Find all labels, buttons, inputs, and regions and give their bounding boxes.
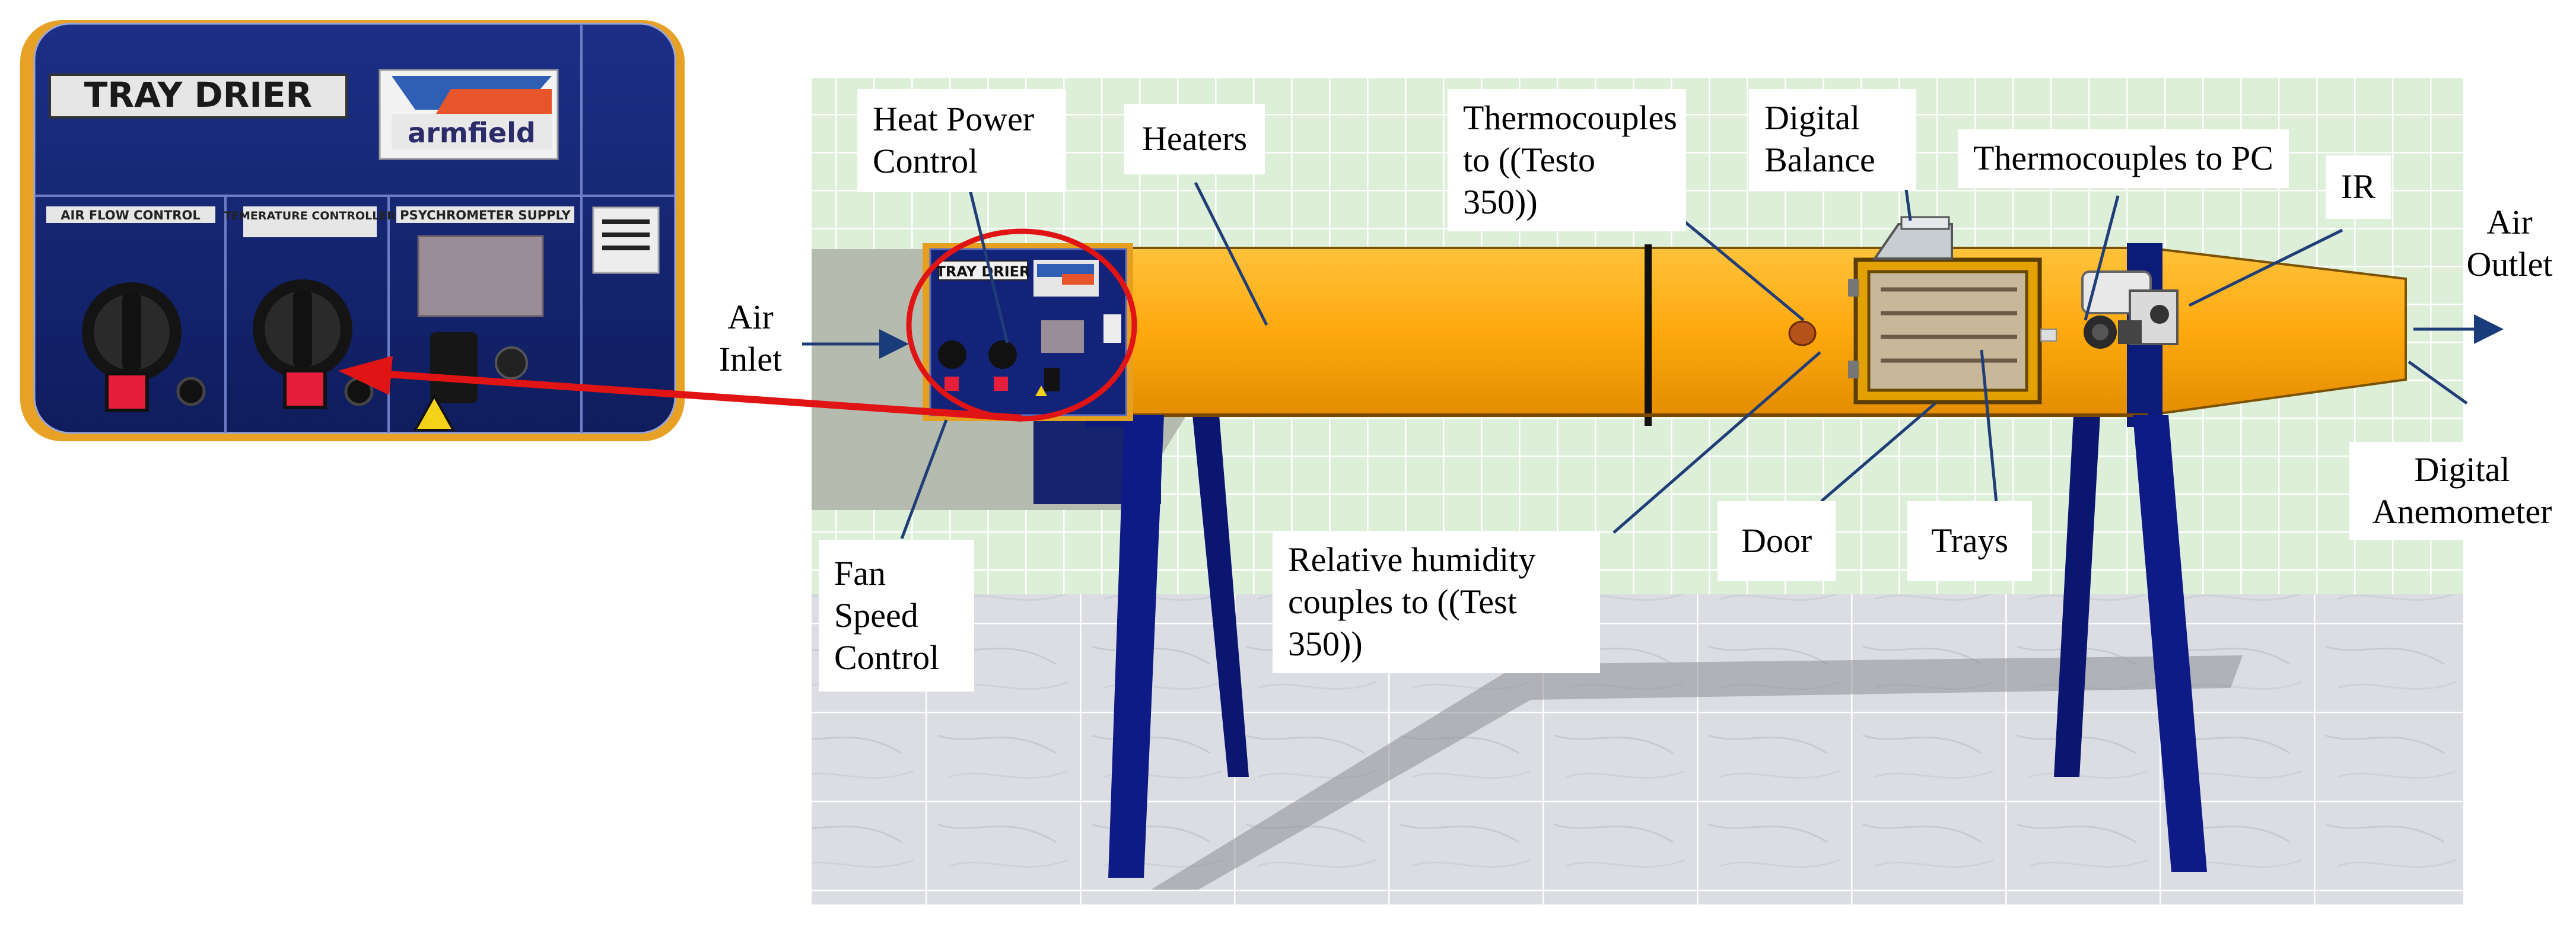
digital-anemometer-text: Digital Anemometer — [2372, 450, 2552, 531]
fan-speed-control-text: Fan Speed Control — [834, 554, 940, 677]
air-outlet-text: Air Outlet — [2466, 203, 2553, 283]
thermocouples-pc-text: Thermocouples to PC — [1973, 139, 2273, 177]
airflow-lamp — [105, 372, 149, 412]
label-air-outlet: Air Outlet — [2456, 202, 2563, 286]
panel-title-plate — [49, 74, 348, 119]
digital-balance — [1872, 216, 1953, 260]
label-door: Door — [1718, 501, 1836, 581]
ir-text: IR — [2341, 167, 2375, 206]
rear-left-leg — [1192, 415, 1249, 777]
digital-balance-text: Digital Balance — [1764, 98, 1875, 179]
air-inlet-text: Air Inlet — [718, 298, 783, 378]
label-heat-power-control: Heat Power Control — [857, 89, 1066, 192]
label-heaters: Heaters — [1124, 104, 1265, 174]
control-panel-photo: TRAY DRIER armfield AIR FLOW CONTROL TEM… — [20, 20, 685, 441]
brand-text: armfield — [408, 117, 536, 149]
airflow-knob — [82, 282, 182, 382]
heaters-text: Heaters — [1142, 119, 1248, 158]
label-ir: IR — [2326, 155, 2391, 219]
label-thermocouples-testo: Thermocouples to ((Testo 350)) — [1448, 89, 1686, 232]
drier-duct — [1120, 247, 2407, 416]
door-text: Door — [1741, 521, 1812, 560]
highlight-ellipse — [906, 228, 1137, 422]
mini-panel-title: TRAY DRIER — [936, 263, 1030, 280]
label-air-inlet: Air Inlet — [706, 297, 795, 381]
airflow-control-label: AIR FLOW CONTROL — [61, 208, 200, 222]
temperature-lamp — [283, 369, 327, 409]
label-fan-speed-control: Fan Speed Control — [819, 540, 974, 692]
label-relative-humidity: Relative humidity couples to ((Test 350)… — [1273, 531, 1600, 674]
panel-title-text: TRAY DRIER — [84, 75, 312, 115]
warning-icon — [413, 393, 456, 431]
trays — [1881, 287, 2017, 363]
drier-door — [1848, 257, 2057, 404]
drier-scene: TRAY DRIER — [812, 78, 2463, 904]
trays-text: Trays — [1931, 521, 2009, 560]
rear-right-leg — [2054, 415, 2100, 777]
thermocouples-testo-text: Thermocouples to ((Testo 350)) — [1463, 98, 1677, 221]
front-right-leg — [2133, 415, 2207, 872]
label-digital-balance: Digital Balance — [1749, 89, 1916, 190]
front-left-leg — [1108, 415, 1164, 878]
relative-humidity-text: Relative humidity couples to ((Test 350)… — [1288, 540, 1536, 663]
label-trays: Trays — [1907, 501, 2033, 581]
label-thermocouples-pc: Thermocouples to PC — [1958, 129, 2289, 188]
armfield-logo: armfield — [379, 69, 559, 160]
psychrometer-supply-label: PSYCHROMETER SUPPLY — [400, 208, 571, 222]
temperature-knob — [253, 279, 352, 379]
label-digital-anemometer: Digital Anemometer — [2349, 442, 2575, 540]
testo-port — [1788, 320, 1817, 346]
leader-lines — [802, 181, 2504, 539]
ir-sensor — [2081, 270, 2179, 349]
heat-power-control-text: Heat Power Control — [873, 100, 1035, 180]
drier-control-panel: TRAY DRIER — [923, 243, 1133, 421]
temperature-controller-label: TEMERATURE CONTROLLER — [224, 209, 396, 222]
red-callout-arrow — [338, 356, 1022, 422]
